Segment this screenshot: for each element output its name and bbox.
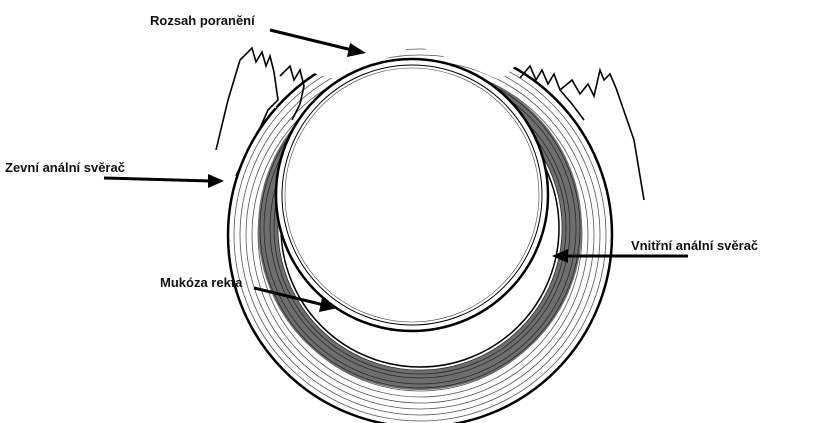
label-internal-sphincter: Vnitřní anální svěrač <box>631 238 758 253</box>
rectal-mucosa-ring <box>276 59 548 331</box>
label-rectal-mucosa: Mukóza rekta <box>160 275 243 290</box>
label-external-sphincter: Zevní anální svěrač <box>5 160 125 175</box>
arrow-injury-extent <box>270 30 366 57</box>
arrow-external-sphincter <box>104 174 224 188</box>
label-injury-extent: Rozsah poranění <box>150 13 255 28</box>
